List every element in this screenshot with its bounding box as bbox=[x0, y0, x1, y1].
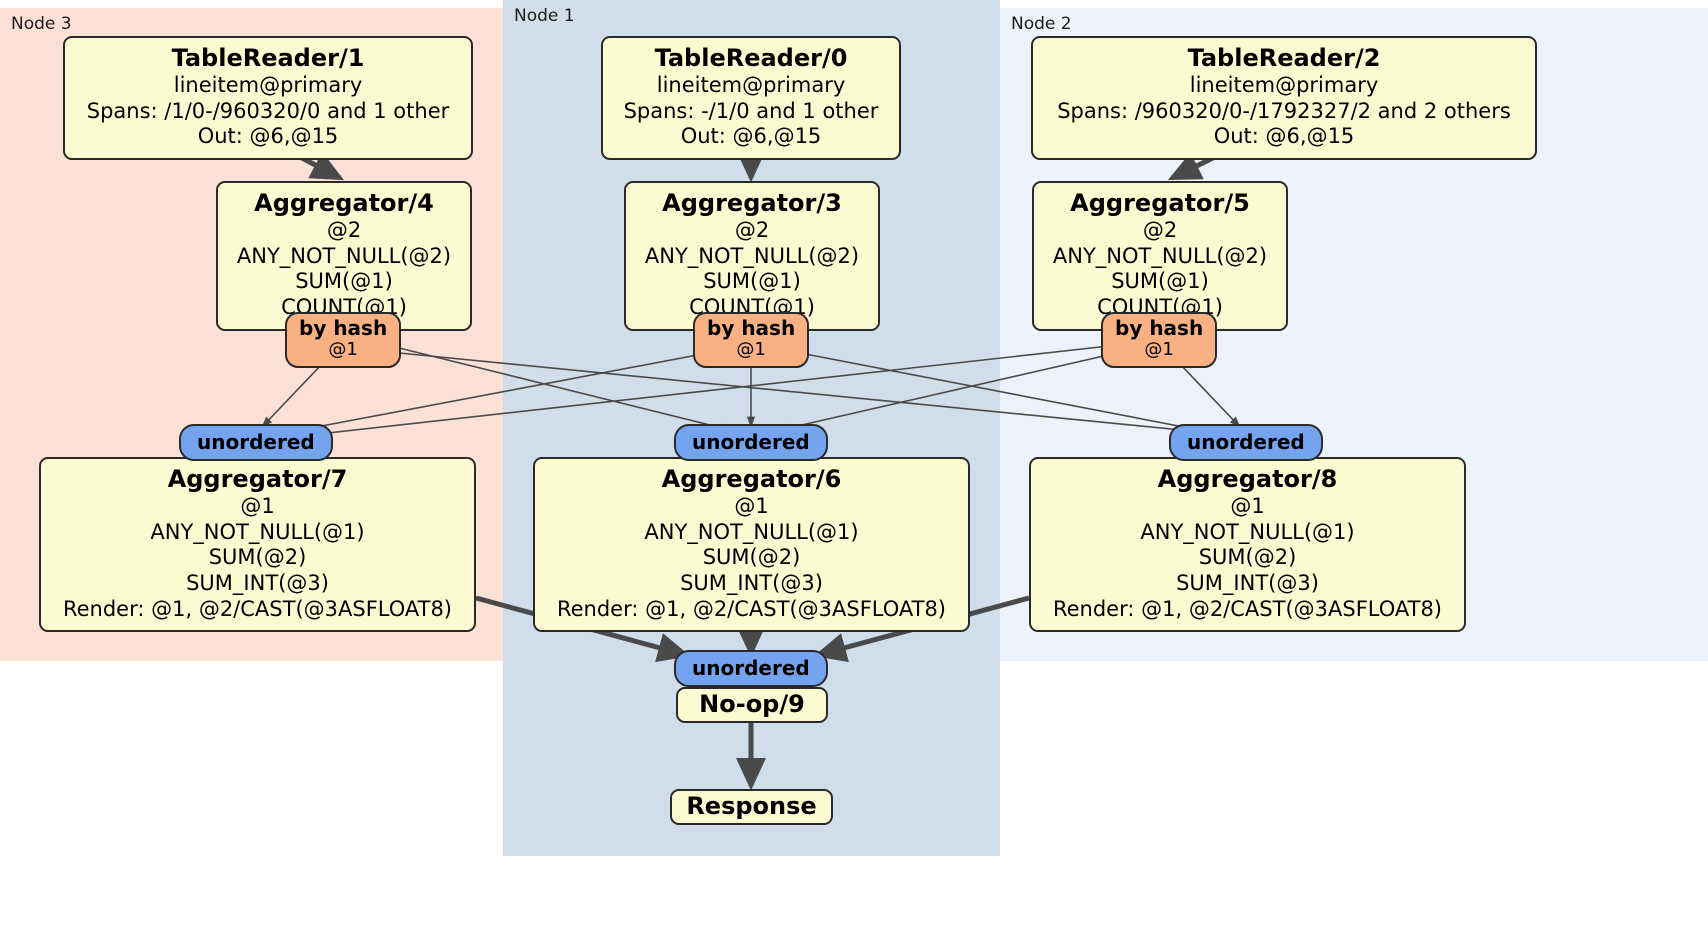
processor-title: Aggregator/3 bbox=[662, 189, 842, 217]
badge-label: by hash bbox=[707, 316, 796, 340]
processor-title: Aggregator/8 bbox=[1157, 465, 1338, 493]
processor-title: Aggregator/4 bbox=[254, 189, 434, 217]
node-panel-label-node1: Node 1 bbox=[514, 6, 575, 26]
badge-label: by hash bbox=[299, 316, 388, 340]
processor-detail-line: ANY_NOT_NULL(@2) bbox=[1052, 243, 1268, 268]
processor-detail-line: SUM(@1) bbox=[1111, 269, 1209, 294]
processor-detail-line: Out: @6,@15 bbox=[680, 124, 822, 149]
processor-detail-line: SUM(@2) bbox=[702, 545, 801, 570]
processor-detail-line: @2 bbox=[1142, 218, 1178, 243]
processor-detail-line: ANY_NOT_NULL(@1) bbox=[1140, 519, 1355, 544]
processor-detail-line: @1 bbox=[734, 494, 769, 519]
badge-label: by hash bbox=[1115, 316, 1204, 340]
by-hash-badge-hash5[interactable]: by hash@1 bbox=[1101, 312, 1218, 368]
processor-detail-line: SUM_INT(@3) bbox=[186, 571, 329, 596]
unordered-badge-unordered7[interactable]: unordered bbox=[179, 424, 333, 461]
processor-detail-line: Spans: -/1/0 and 1 other bbox=[623, 98, 879, 123]
processor-detail-line: @2 bbox=[734, 218, 770, 243]
badge-sublabel: @1 bbox=[736, 339, 766, 360]
processor-detail-line: ANY_NOT_NULL(@1) bbox=[644, 519, 859, 544]
processor-detail-line: SUM_INT(@3) bbox=[1176, 571, 1319, 596]
processor-detail-line: SUM(@1) bbox=[295, 269, 393, 294]
processor-title: Aggregator/7 bbox=[167, 465, 348, 493]
badge-sublabel: @1 bbox=[328, 339, 358, 360]
processor-detail-line: Out: @6,@15 bbox=[197, 124, 339, 149]
processor-detail-line: ANY_NOT_NULL(@2) bbox=[644, 243, 860, 268]
node-panel-label-node3: Node 3 bbox=[11, 14, 72, 34]
processor-detail-line: @2 bbox=[326, 218, 362, 243]
processor-detail-line: Spans: /960320/0-/1792327/2 and 2 others bbox=[1057, 98, 1511, 123]
by-hash-badge-hash4[interactable]: by hash@1 bbox=[285, 312, 402, 368]
processor-detail-line: @1 bbox=[1230, 494, 1265, 519]
badge-sublabel: @1 bbox=[1144, 339, 1174, 360]
processor-detail-line: Render: @1, @2/CAST(@3ASFLOAT8) bbox=[1052, 596, 1443, 621]
processor-title: TableReader/1 bbox=[171, 44, 365, 72]
processor-title: Aggregator/6 bbox=[661, 465, 842, 493]
processor-detail-line: lineitem@primary bbox=[1189, 73, 1379, 98]
processor-title: Response bbox=[686, 792, 817, 821]
processor-title: TableReader/2 bbox=[1187, 44, 1381, 72]
processor-detail-line: SUM_INT(@3) bbox=[680, 571, 823, 596]
processor-detail-line: SUM(@2) bbox=[1198, 545, 1297, 570]
processor-detail-line: lineitem@primary bbox=[173, 73, 363, 98]
processor-detail-line: lineitem@primary bbox=[656, 73, 846, 98]
processor-detail-line: Spans: /1/0-/960320/0 and 1 other bbox=[86, 98, 450, 123]
processor-detail-line: SUM(@2) bbox=[208, 545, 307, 570]
processor-detail-line: SUM(@1) bbox=[703, 269, 801, 294]
processor-detail-line: Render: @1, @2/CAST(@3ASFLOAT8) bbox=[556, 596, 947, 621]
unordered-badge-unordered6[interactable]: unordered bbox=[674, 424, 828, 461]
processor-detail-line: Out: @6,@15 bbox=[1213, 124, 1355, 149]
unordered-badge-unordered9[interactable]: unordered bbox=[674, 650, 828, 687]
processor-title: Aggregator/5 bbox=[1070, 189, 1250, 217]
processor-title: TableReader/0 bbox=[654, 44, 848, 72]
unordered-badge-unordered8[interactable]: unordered bbox=[1169, 424, 1323, 461]
processor-title: No-op/9 bbox=[699, 690, 805, 719]
processor-response[interactable]: Response bbox=[670, 789, 833, 825]
processor-noop9[interactable]: No-op/9 bbox=[676, 687, 828, 723]
processor-detail-line: ANY_NOT_NULL(@1) bbox=[150, 519, 365, 544]
processor-detail-line: ANY_NOT_NULL(@2) bbox=[236, 243, 452, 268]
node-panel-label-node2: Node 2 bbox=[1011, 14, 1072, 34]
processor-detail-line: Render: @1, @2/CAST(@3ASFLOAT8) bbox=[62, 596, 453, 621]
processor-detail-line: @1 bbox=[240, 494, 275, 519]
by-hash-badge-hash3[interactable]: by hash@1 bbox=[693, 312, 810, 368]
